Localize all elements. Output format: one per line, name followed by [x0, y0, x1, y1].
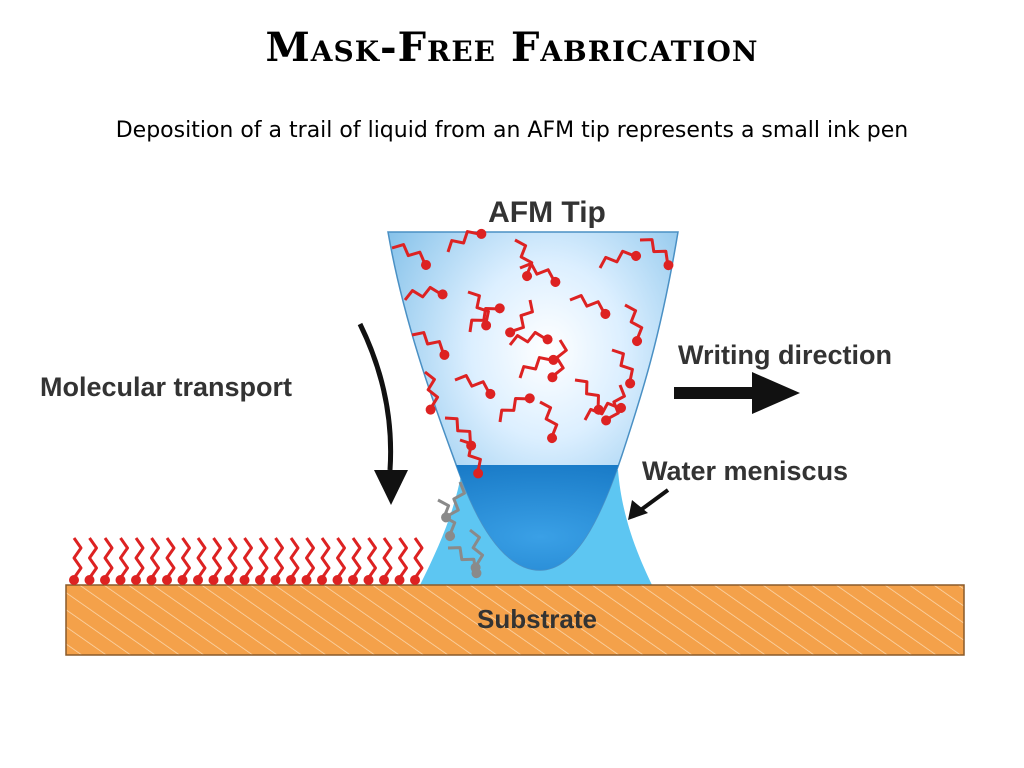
substrate-label: Substrate [477, 604, 597, 634]
tip-molecule [611, 348, 636, 389]
deposited-molecule [84, 537, 98, 585]
substrate [65, 584, 965, 656]
tip-molecule [598, 249, 642, 269]
tip-molecule [505, 299, 534, 338]
tip-molecule [403, 285, 448, 301]
deposited-monolayer [69, 537, 424, 585]
deposited-molecule [115, 537, 129, 585]
writing-direction-arrow-icon [674, 372, 800, 414]
deposited-molecule [379, 537, 393, 585]
deposited-molecule [100, 537, 114, 585]
tip-molecule [459, 438, 484, 479]
deposited-molecule [208, 537, 222, 585]
tip-molecule [498, 393, 535, 423]
deposited-molecule [270, 537, 284, 585]
tip-molecule [467, 290, 492, 331]
deposited-molecule [239, 537, 253, 585]
tip-molecule [468, 303, 505, 333]
deposited-molecule [348, 537, 362, 585]
molecular-transport-label: Molecular transport [40, 372, 292, 402]
slide-subtitle: Deposition of a trail of liquid from an … [115, 118, 909, 143]
tip-molecule [446, 228, 487, 253]
transported-molecule [447, 546, 482, 579]
deposited-molecule [363, 537, 377, 585]
water-meniscus-label: Water meniscus [642, 456, 848, 486]
tip-molecule [518, 354, 559, 379]
tip-molecules [391, 228, 674, 479]
afm-tip-label: AFM Tip [488, 196, 606, 229]
slide-title: Mask-Free Fabrication [265, 24, 759, 71]
deposited-molecule [162, 537, 176, 585]
tip-molecule [514, 238, 534, 282]
tip-molecule [424, 370, 440, 415]
deposited-molecule [286, 537, 300, 585]
tip-molecule [508, 330, 553, 346]
deposited-molecule [131, 537, 145, 585]
deposited-molecule [146, 537, 160, 585]
deposited-molecule [69, 537, 83, 585]
tip-molecule [569, 294, 611, 319]
tip-molecule [639, 238, 674, 271]
tip-molecule [539, 400, 559, 444]
deposited-molecule [224, 537, 238, 585]
transported-molecule [441, 481, 466, 523]
tip-molecule [624, 303, 644, 347]
transported-molecules [437, 481, 485, 579]
tip-molecule [583, 401, 627, 421]
molecular-transport-arrow-icon [357, 322, 408, 505]
tip-molecule [601, 384, 626, 426]
meniscus-pointer-arrow-icon [628, 488, 670, 520]
deposited-molecule [317, 537, 331, 585]
deposited-molecule [301, 537, 315, 585]
deposited-molecule [394, 537, 408, 585]
deposited-molecule [177, 537, 191, 585]
deposited-molecule [410, 537, 424, 585]
writing-direction-label: Writing direction [678, 340, 892, 370]
tip-molecule [411, 331, 450, 360]
deposited-molecule [332, 537, 346, 585]
deposited-molecule [193, 537, 207, 585]
tip-molecule [519, 262, 561, 287]
tip-molecule [454, 374, 496, 399]
tip-molecule [391, 243, 432, 270]
deposited-molecule [255, 537, 269, 585]
